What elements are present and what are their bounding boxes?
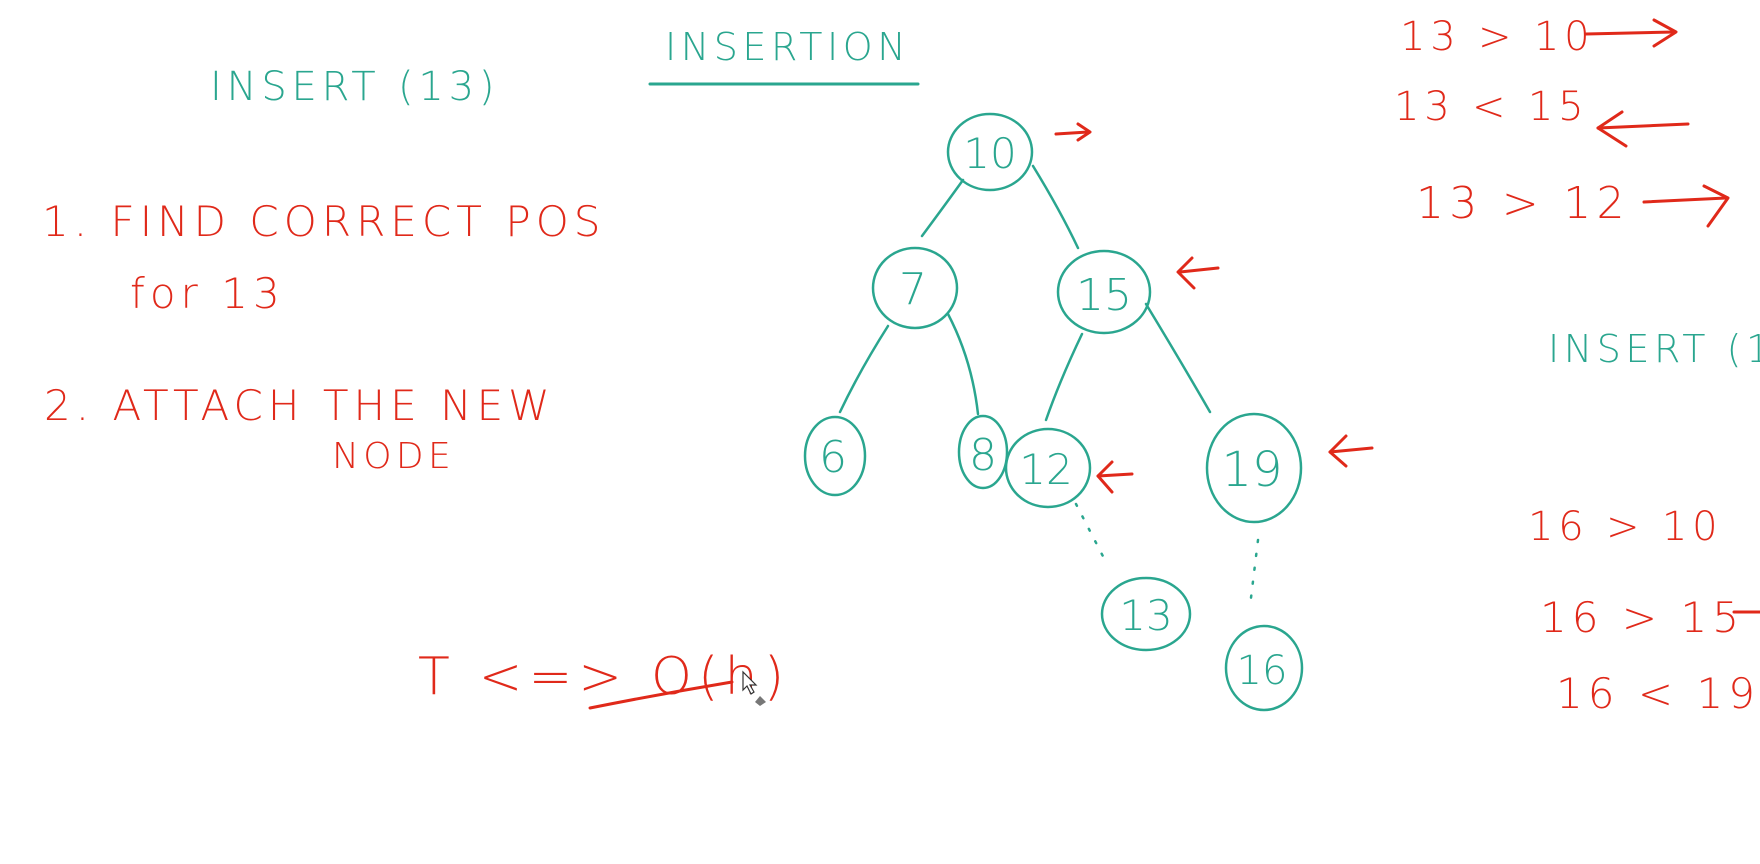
comparison-13-1: 13 > 10 [1400, 14, 1594, 60]
tree-node-6 [803, 415, 867, 497]
step1-line2: for 13 [130, 269, 285, 318]
traversal-arrows [1054, 122, 1374, 494]
page-title: INSERTION [665, 25, 910, 69]
time-complexity: T <=> O(h) [418, 647, 790, 707]
tree-node-12 [1004, 427, 1092, 509]
tree-node-7 [871, 246, 959, 330]
edge-7-8 [946, 312, 980, 416]
arrow-right-icon [1642, 184, 1730, 228]
tree-node-7-label: 7 [899, 264, 927, 315]
tree-node-6-label: 6 [819, 432, 847, 483]
comparison-16-1: 16 > 10 [1528, 504, 1722, 550]
arrow-right-icon [1584, 18, 1678, 48]
arrow-left-icon [1176, 256, 1220, 290]
tree-node-13 [1100, 576, 1192, 652]
comparison-13-2: 13 < 15 [1394, 84, 1588, 130]
tree-node-15 [1056, 249, 1152, 335]
tree-node-19-label: 19 [1221, 442, 1282, 498]
insert-16-heading: INSERT (1 [1548, 327, 1760, 371]
edge-10-7 [920, 178, 965, 238]
step2-line2: NODE [332, 436, 455, 477]
cursor-icon [742, 670, 766, 706]
arrow-left-icon [1328, 434, 1374, 468]
comparison-16-2: 16 > 15 [1540, 593, 1744, 642]
tree-node-8-label: 8 [969, 430, 997, 481]
edge-19-16-dotted [1248, 538, 1260, 608]
comparison-16-3: 16 < 19 [1556, 669, 1760, 718]
insert-heading: INSERT (13) [210, 64, 499, 110]
tree-node-13-label: 13 [1119, 591, 1172, 640]
tree-node-10-label: 10 [963, 129, 1016, 178]
arrow-right-icon [1054, 122, 1092, 142]
tree-node-10 [946, 112, 1034, 192]
arrow-left-icon [1096, 460, 1134, 494]
edge-10-15 [1031, 164, 1080, 250]
tree-node-19 [1205, 412, 1303, 524]
tree-node-16 [1224, 624, 1304, 712]
arrow-left-icon [1596, 110, 1690, 148]
tree-node-16-label: 16 [1237, 648, 1288, 694]
edge-15-12 [1044, 332, 1084, 422]
tree-node-15-label: 15 [1076, 270, 1132, 321]
tree-nodes [803, 112, 1304, 712]
step2-line1: 2. ATTACH THE NEW [44, 381, 555, 430]
edge-12-13-dotted [1074, 502, 1110, 568]
edge-7-6 [838, 324, 890, 414]
edge-15-19 [1144, 302, 1212, 414]
step1-line1: 1. FIND CORRECT POS [42, 197, 606, 246]
tree-node-8 [957, 414, 1009, 490]
comparison-13-3: 13 > 12 [1416, 178, 1630, 229]
complexity-underline [588, 680, 734, 710]
tree-node-12-label: 12 [1019, 445, 1072, 494]
tree-edges [838, 164, 1260, 608]
